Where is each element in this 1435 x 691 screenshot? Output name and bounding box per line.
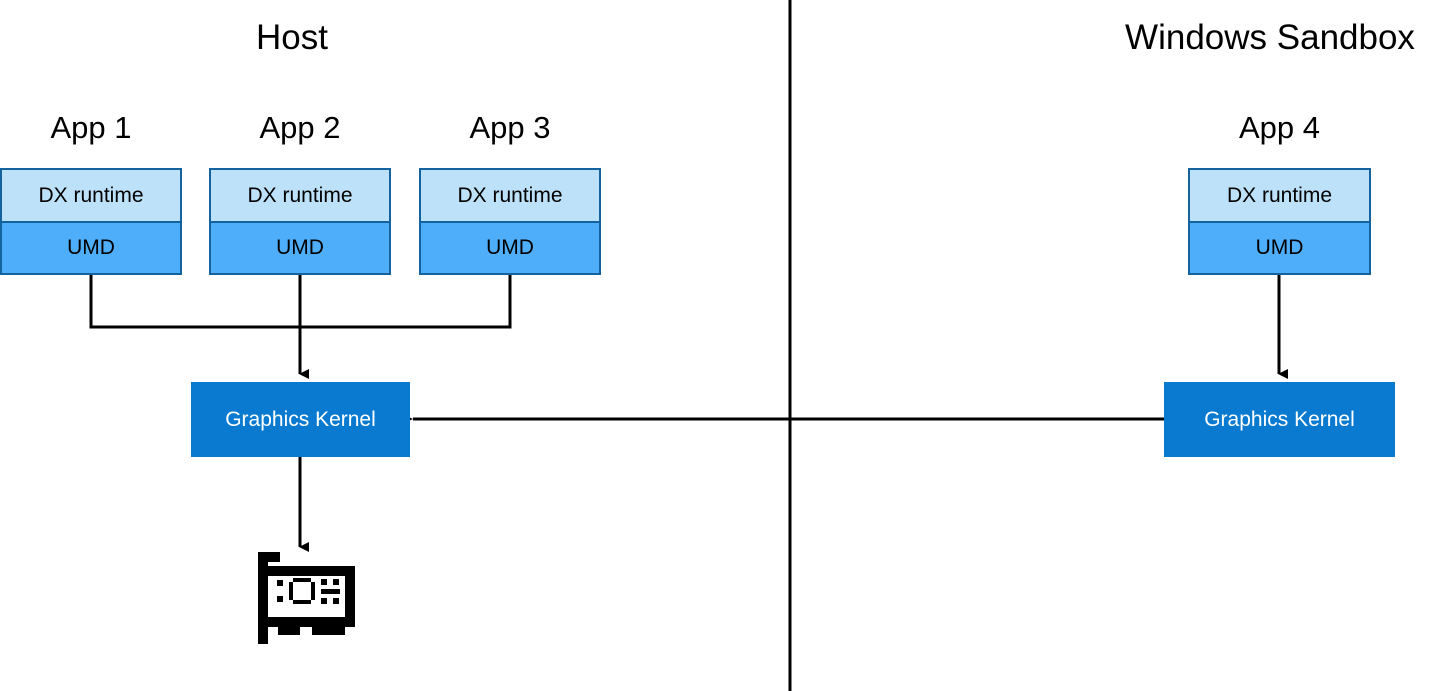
app-1-layer-dx-runtime: DX runtime [0,168,182,222]
zone-title-windows-sandbox: Windows Sandbox [1125,18,1415,57]
app-2-layer-umd: UMD [209,222,391,275]
app-3-layer-umd: UMD [419,222,601,275]
graphics-kernel-host: Graphics Kernel [191,382,410,457]
app-1-layer-umd: UMD [0,222,182,275]
app-4-layer-umd: UMD [1188,222,1371,275]
app-stack-app-3: DX runtime UMD [419,168,601,275]
connector-app1-to-host-kernel [89,275,300,329]
app-title-app-1: App 1 [50,110,132,145]
app-title-app-2: App 2 [259,110,341,145]
gpu-card-icon [258,552,355,644]
app-stack-app-1: DX runtime UMD [0,168,182,275]
connector-app3-to-host-kernel [300,275,512,329]
app-title-app-4: App 4 [1238,110,1320,145]
graphics-kernel-sandbox: Graphics Kernel [1164,382,1395,457]
app-2-layer-dx-runtime: DX runtime [209,168,391,222]
app-stack-app-4: DX runtime UMD [1188,168,1371,275]
app-title-app-3: App 3 [469,110,551,145]
app-stack-app-2: DX runtime UMD [209,168,391,275]
app-4-layer-dx-runtime: DX runtime [1188,168,1371,222]
zone-title-host: Host [256,18,328,57]
app-3-layer-dx-runtime: DX runtime [419,168,601,222]
